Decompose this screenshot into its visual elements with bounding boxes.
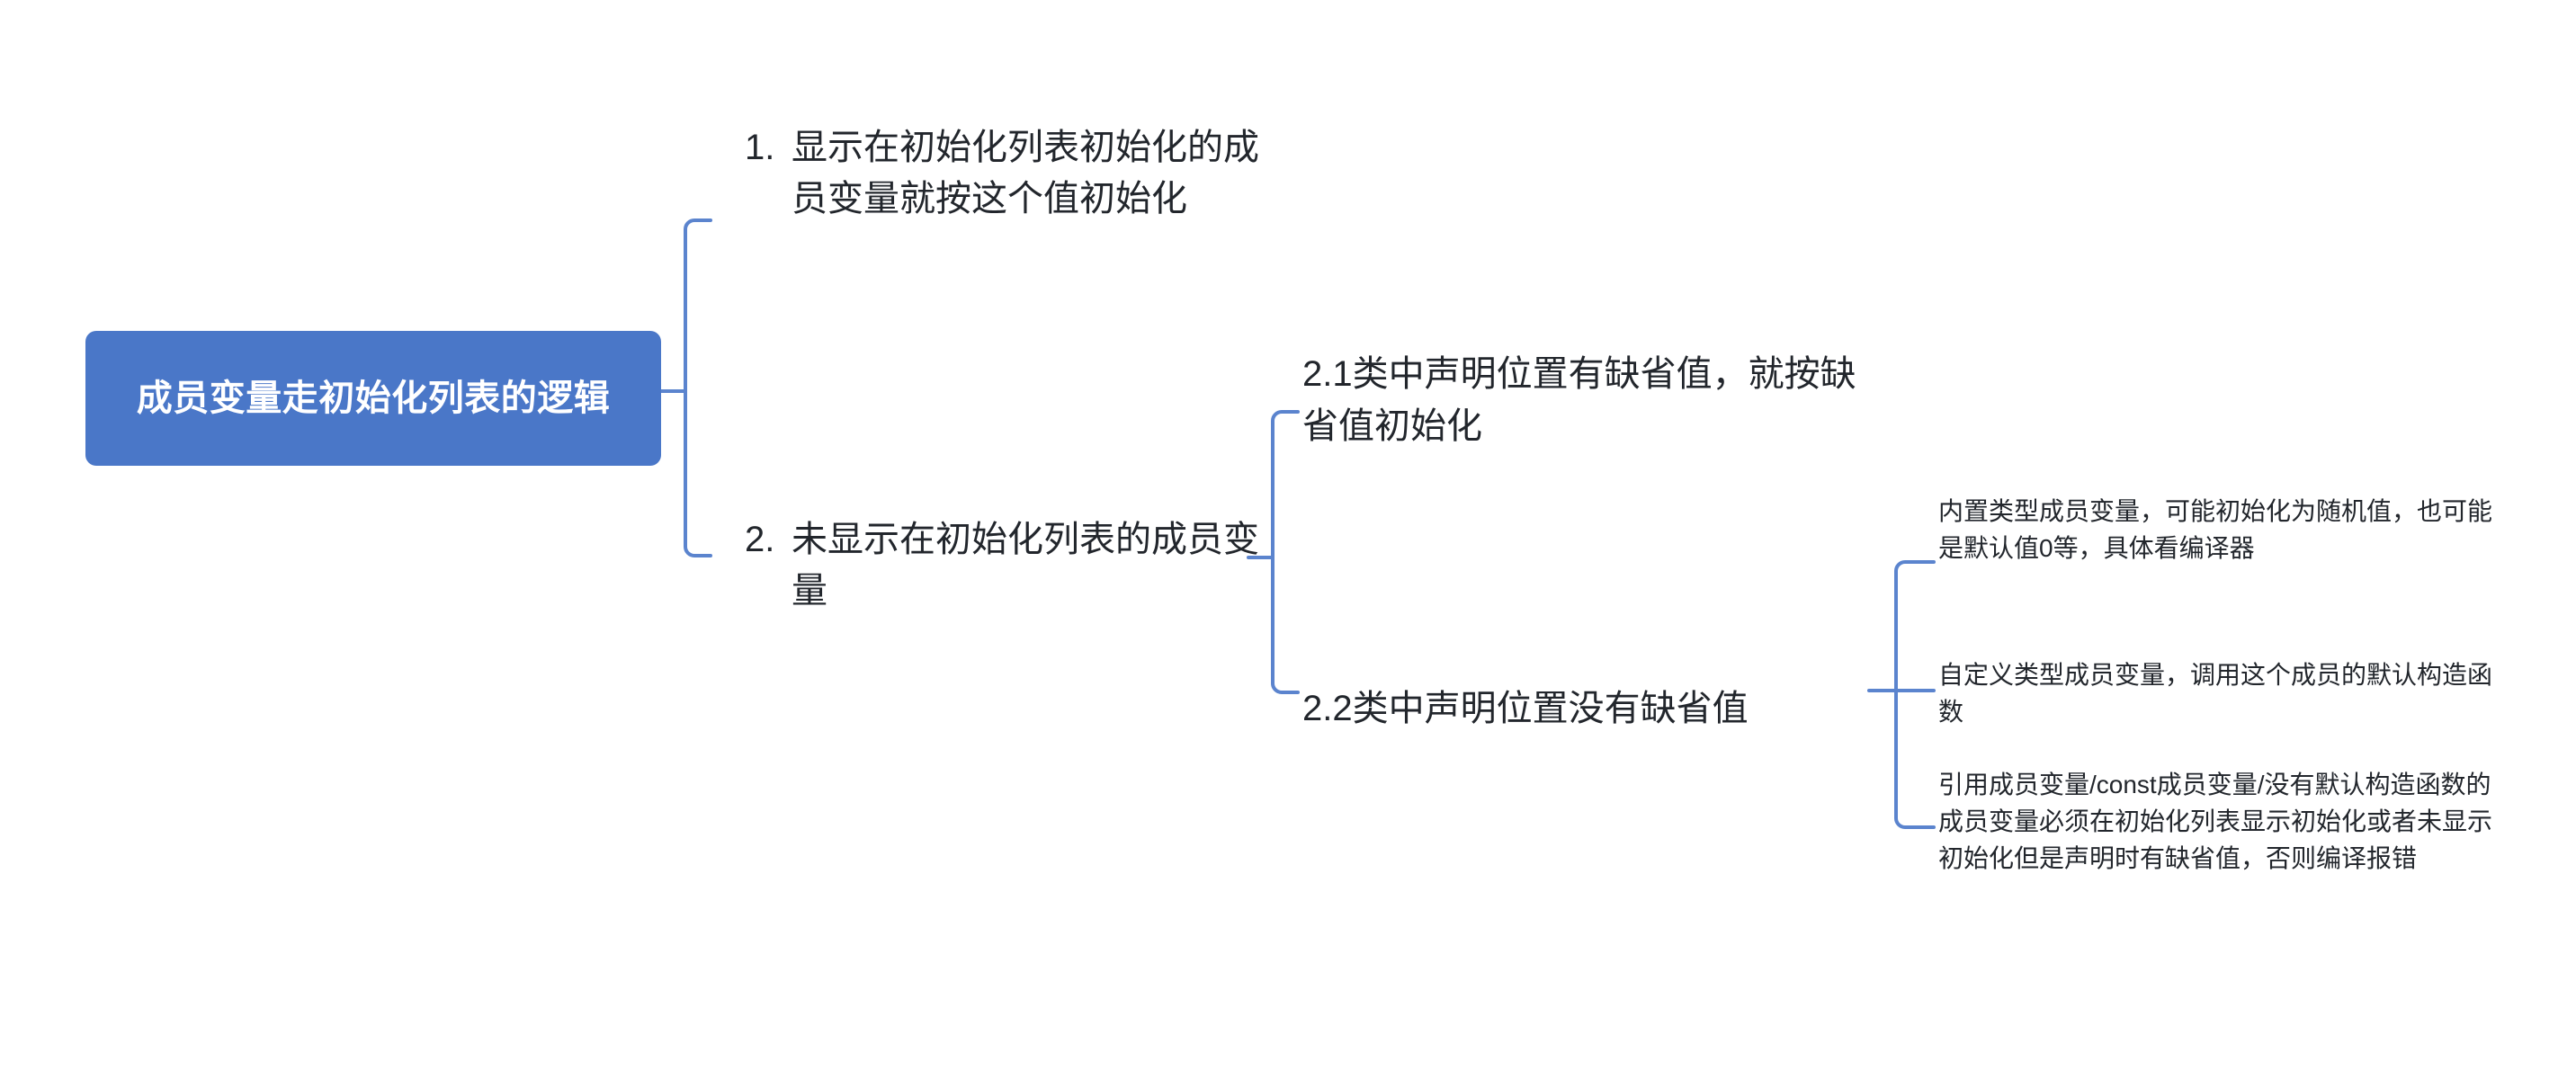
leaf-node-1-label: 内置类型成员变量，可能初始化为随机值，也可能是默认值0等，具体看编译器 — [1938, 497, 2493, 563]
root-node[interactable]: 成员变量走初始化列表的逻辑 — [85, 331, 661, 466]
branch-node-1[interactable]: 1. 显示在初始化列表初始化的成员变量就按这个值初始化 — [745, 122, 1266, 225]
leaf-node-3[interactable]: 引用成员变量/const成员变量/没有默认构造函数的成员变量必须在初始化列表显示… — [1938, 766, 2514, 877]
branch-node-1-label: 显示在初始化列表初始化的成员变量就按这个值初始化 — [792, 128, 1259, 218]
branch-node-2-label: 未显示在初始化列表的成员变量 — [792, 520, 1259, 611]
connector-spine3 — [1894, 560, 1936, 829]
branch-node-2-marker: 2. — [745, 520, 775, 559]
sub-branch-node-2-1[interactable]: 2.1类中声明位置有缺省值，就按缺省值初始化 — [1302, 349, 1878, 452]
leaf-node-2-label: 自定义类型成员变量，调用这个成员的默认构造函数 — [1938, 661, 2493, 727]
connector-spine1 — [684, 218, 712, 557]
root-node-label: 成员变量走初始化列表的逻辑 — [136, 378, 611, 418]
leaf-node-3-label: 引用成员变量/const成员变量/没有默认构造函数的成员变量必须在初始化列表显示… — [1938, 771, 2493, 873]
sub-branch-node-2-1-label: 2.1类中声明位置有缺省值，就按缺省值初始化 — [1302, 354, 1856, 446]
branch-node-2[interactable]: 2. 未显示在初始化列表的成员变量 — [745, 514, 1266, 617]
connector-spine2 — [1271, 410, 1300, 694]
sub-branch-node-2-2-label: 2.2类中声明位置没有缺省值 — [1302, 689, 1749, 728]
leaf-node-1[interactable]: 内置类型成员变量，可能初始化为随机值，也可能是默认值0等，具体看编译器 — [1938, 493, 2514, 566]
leaf-node-2[interactable]: 自定义类型成员变量，调用这个成员的默认构造函数 — [1938, 656, 2514, 730]
branch-node-1-marker: 1. — [745, 128, 775, 167]
sub-branch-node-2-2[interactable]: 2.2类中声明位置没有缺省值 — [1302, 683, 1896, 736]
